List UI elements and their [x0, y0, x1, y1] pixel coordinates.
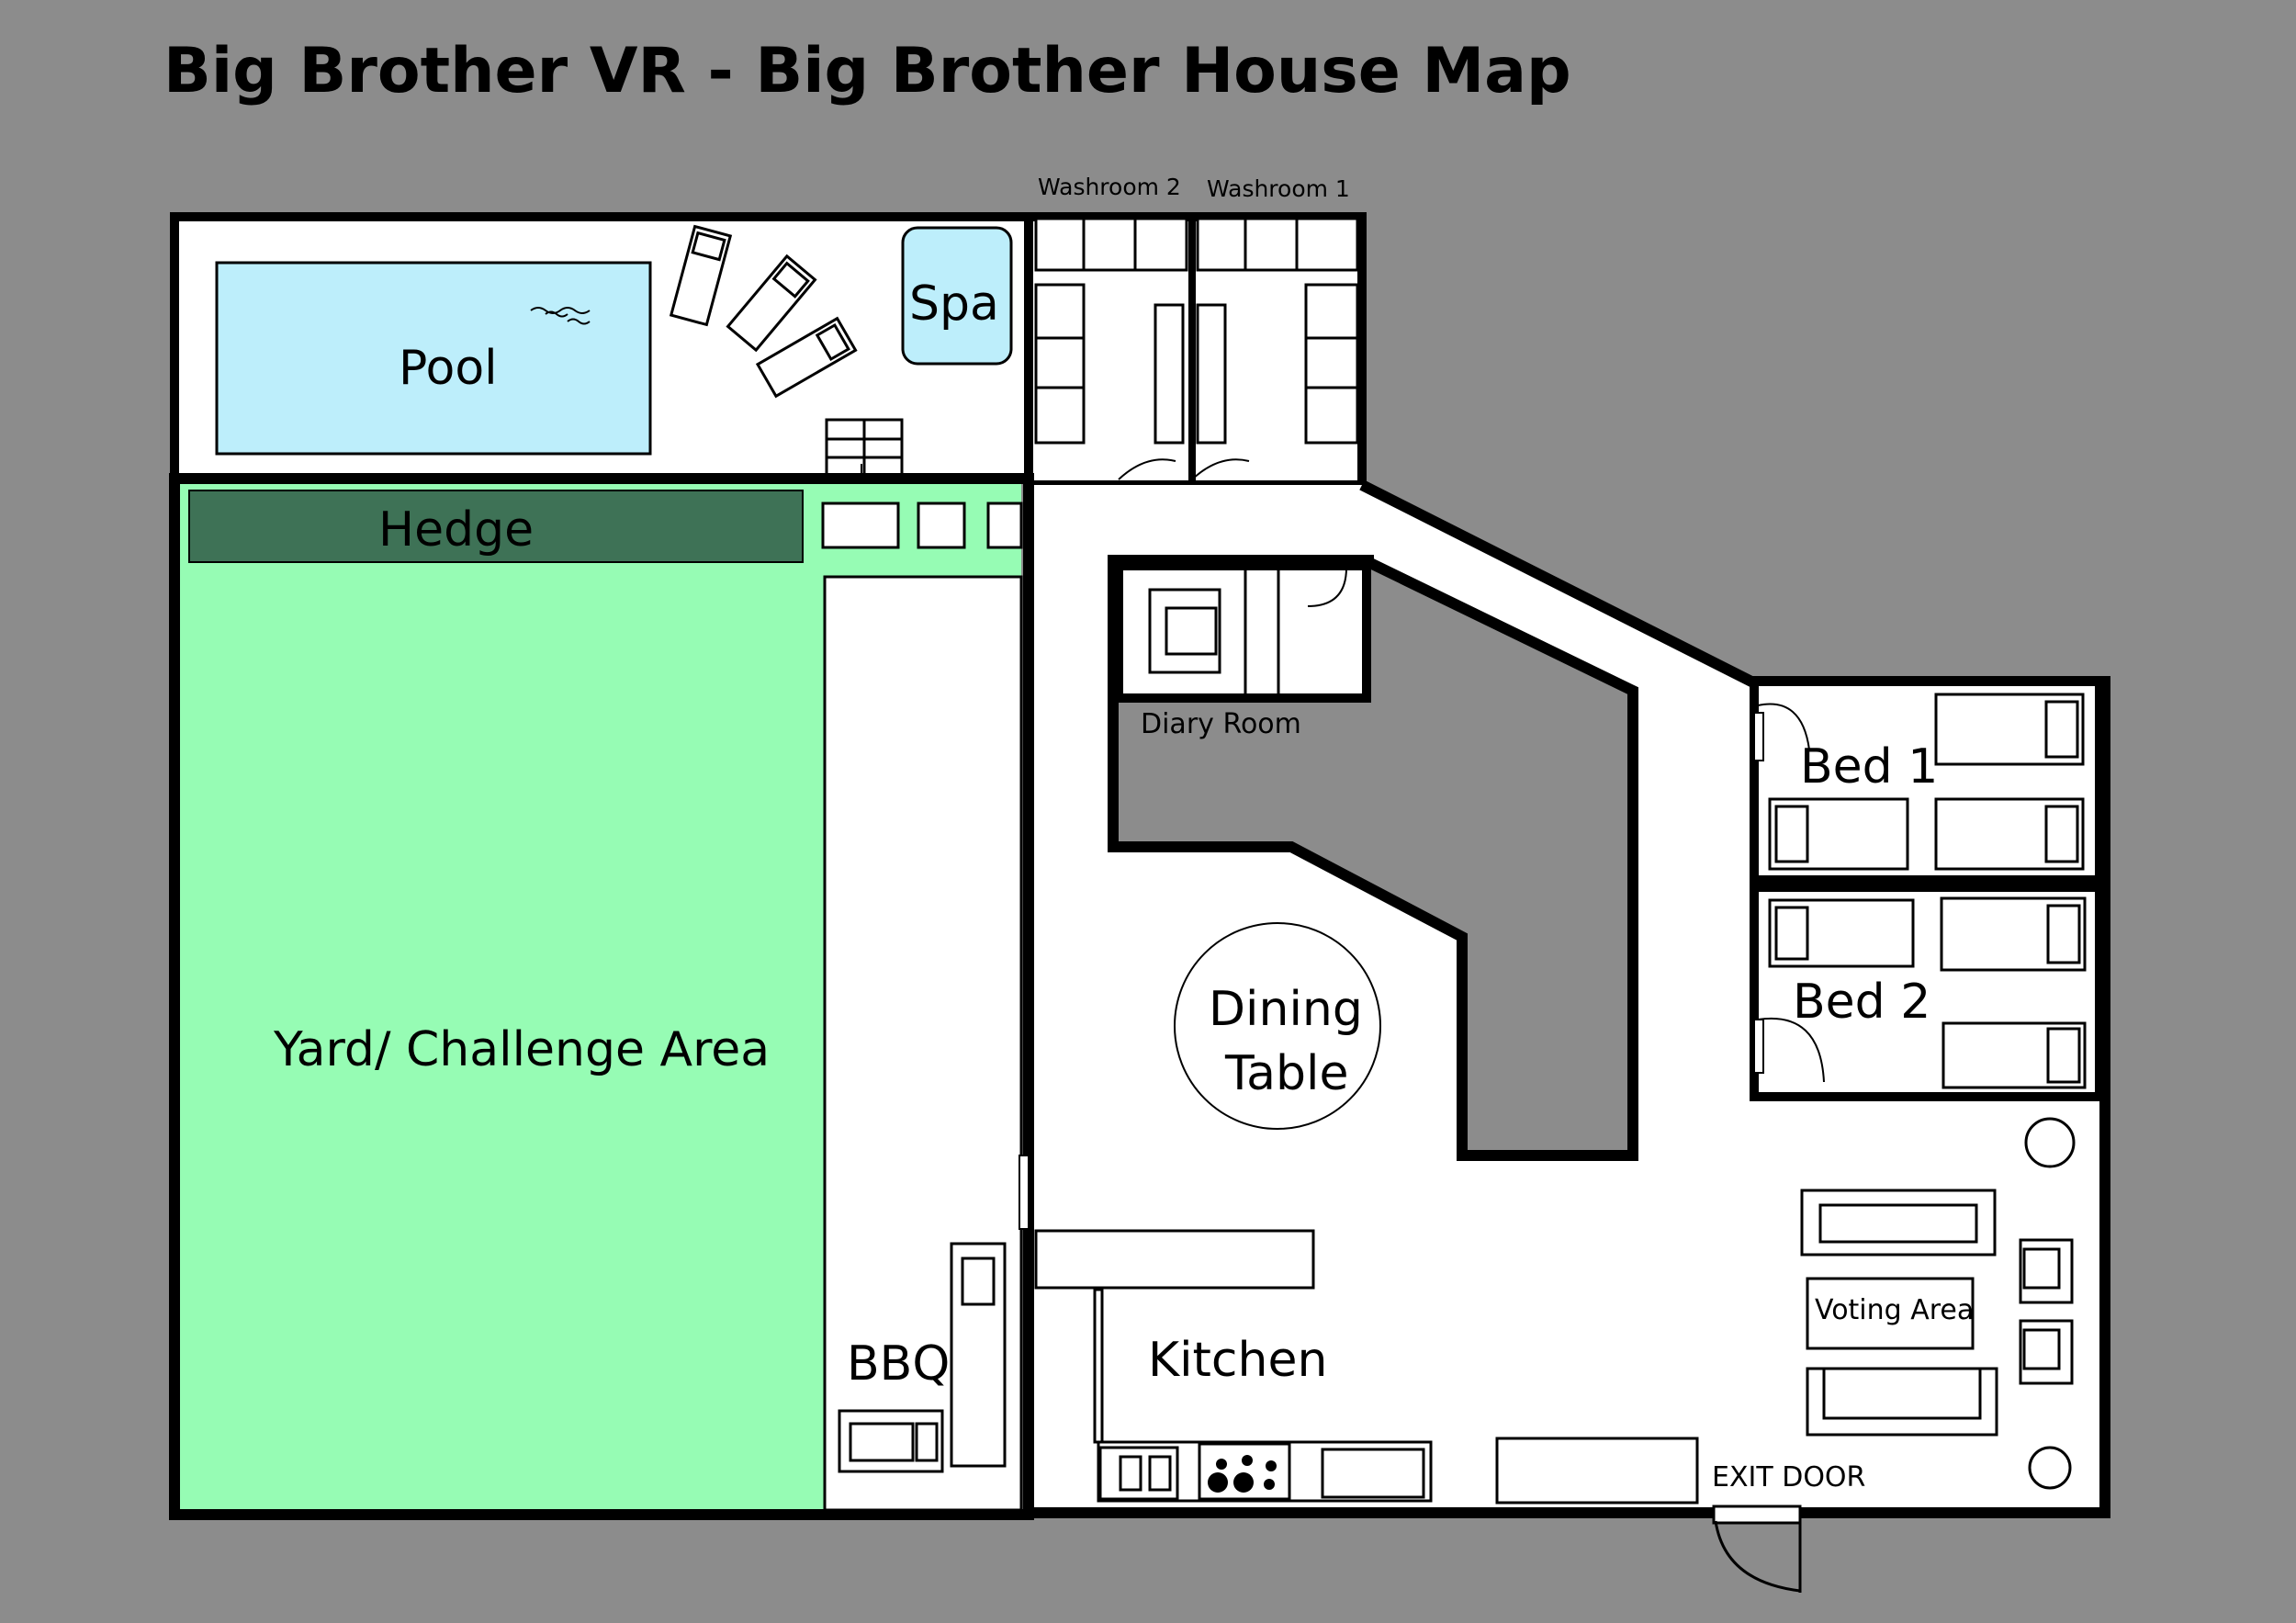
hedge-label: Hedge	[378, 502, 534, 558]
diary-room-label: Diary Room	[1141, 708, 1301, 740]
kitchen-label: Kitchen	[1148, 1333, 1327, 1388]
bedroom-1	[1750, 677, 2104, 885]
pool-label: Pool	[399, 341, 498, 396]
yard-walls	[169, 473, 1034, 1520]
diary-chair	[1148, 569, 1280, 694]
voting-area-furniture	[1800, 1117, 2076, 1490]
dining-table-label-line1: Dining	[1209, 982, 1363, 1037]
spa-tub	[901, 226, 1013, 366]
dining-table-label-line2: Table	[1224, 1046, 1348, 1101]
lounge-chairs	[669, 224, 858, 399]
stove-burners-icon	[1208, 1455, 1277, 1493]
hedge-strip	[188, 490, 804, 563]
bbq-label: BBQ	[847, 1336, 950, 1392]
bbq-station	[838, 1242, 1007, 1473]
bed-1-label: Bed 1	[1800, 739, 1938, 795]
exit-door-label: EXIT DOOR	[1712, 1461, 1865, 1493]
bedroom-2	[1750, 883, 2104, 1101]
map-title: Big Brother VR - Big Brother House Map	[163, 35, 1571, 107]
washroom-2-label: Washroom 2	[1038, 174, 1181, 200]
pool-water	[215, 261, 652, 456]
exit-door	[1712, 1505, 1802, 1593]
washrooms	[1024, 212, 1367, 490]
yard-side-door	[1019, 1155, 1030, 1230]
dining-table	[1174, 922, 1381, 1130]
water-ripple-icon	[530, 307, 591, 325]
kitchen-counters	[1034, 1229, 1699, 1505]
diary-door	[1295, 567, 1347, 607]
voting-area-label: Voting Area	[1815, 1294, 1974, 1326]
spa-label: Spa	[909, 276, 999, 332]
yard-challenge-area-label: Yard/ Challenge Area	[273, 1022, 770, 1077]
washroom-1-label: Washroom 1	[1207, 175, 1350, 202]
pool-shower	[825, 418, 904, 477]
bed-2-label: Bed 2	[1793, 975, 1930, 1030]
